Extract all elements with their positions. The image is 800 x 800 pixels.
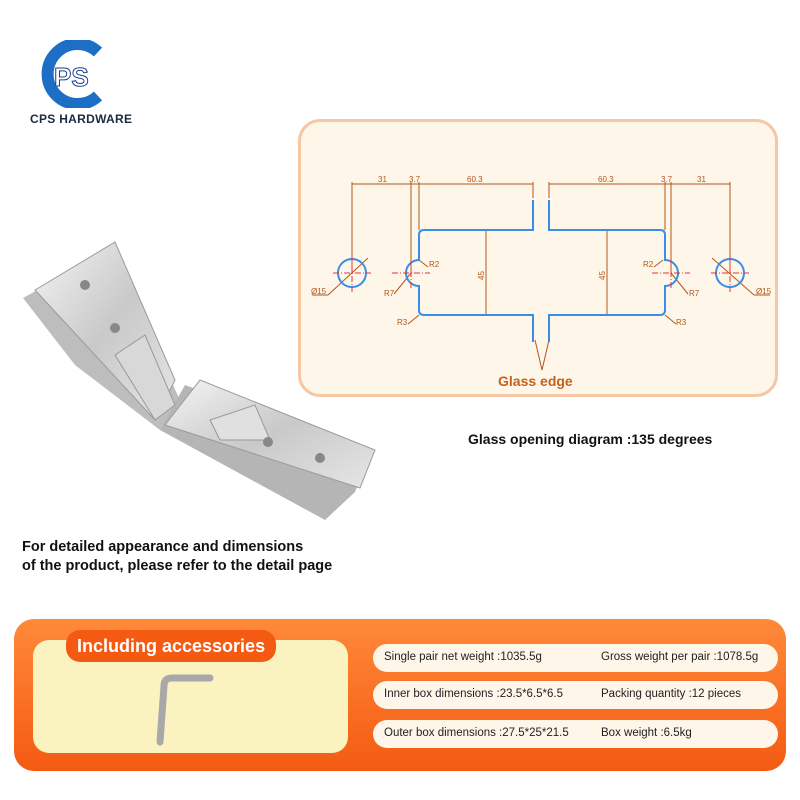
spec-row: Single pair net weight :1035.5g Gross wei…: [373, 644, 778, 672]
dim-60-3-left: 60.3: [467, 175, 483, 184]
label-r7-left: R7: [384, 289, 395, 298]
spec-net-weight: Single pair net weight :1035.5g: [384, 651, 542, 663]
label-r3-left: R3: [397, 318, 408, 327]
glass-opening-diagram: 31 3.7 60.3 60.3 3.7 31 45 45 Ø15 R2 R7 …: [311, 175, 772, 389]
label-r2-right: R2: [643, 260, 654, 269]
brand-name: CPS HARDWARE: [30, 112, 133, 126]
hinge-product-image: [23, 241, 376, 520]
diagram-caption: Glass opening diagram :135 degrees: [468, 431, 713, 447]
spec-gross-weight: Gross weight per pair :1078.5g: [601, 651, 759, 663]
dim-45-left: 45: [477, 271, 486, 280]
spec-row: Outer box dimensions :27.5*25*21.5 Box we…: [373, 720, 778, 748]
spec-packing-qty: Packing quantity :12 pieces: [601, 688, 742, 700]
dim-31-right: 31: [697, 175, 706, 184]
label-hole-right: Ø15: [756, 287, 772, 296]
spec-outer-box: Outer box dimensions :27.5*25*21.5: [384, 727, 569, 739]
label-r7-right: R7: [689, 289, 700, 298]
cps-logo: PS: [41, 40, 103, 108]
product-note: For detailed appearance and dimensions o…: [22, 538, 332, 576]
label-hole-left: Ø15: [311, 287, 327, 296]
label-r2-left: R2: [429, 260, 440, 269]
allen-key-icon: [156, 674, 214, 746]
svg-text:PS: PS: [54, 62, 89, 92]
dim-60-3-right: 60.3: [598, 175, 614, 184]
label-r3-right: R3: [676, 318, 687, 327]
dim-3-7-right: 3.7: [661, 175, 673, 184]
spec-row: Inner box dimensions :23.5*6.5*6.5 Packin…: [373, 681, 778, 709]
glass-edge-label: Glass edge: [498, 373, 573, 389]
spec-box-weight: Box weight :6.5kg: [601, 727, 692, 739]
spec-inner-box: Inner box dimensions :23.5*6.5*6.5: [384, 688, 564, 700]
product-note-line-1: For detailed appearance and dimensions: [22, 539, 304, 555]
diagram-card: [298, 119, 778, 397]
accessories-title: Including accessories: [66, 630, 277, 662]
product-note-line-2: of the product, please refer to the deta…: [22, 558, 333, 574]
dim-45-right: 45: [598, 271, 607, 280]
dim-3-7-left: 3.7: [409, 175, 421, 184]
dim-31-left: 31: [378, 175, 387, 184]
